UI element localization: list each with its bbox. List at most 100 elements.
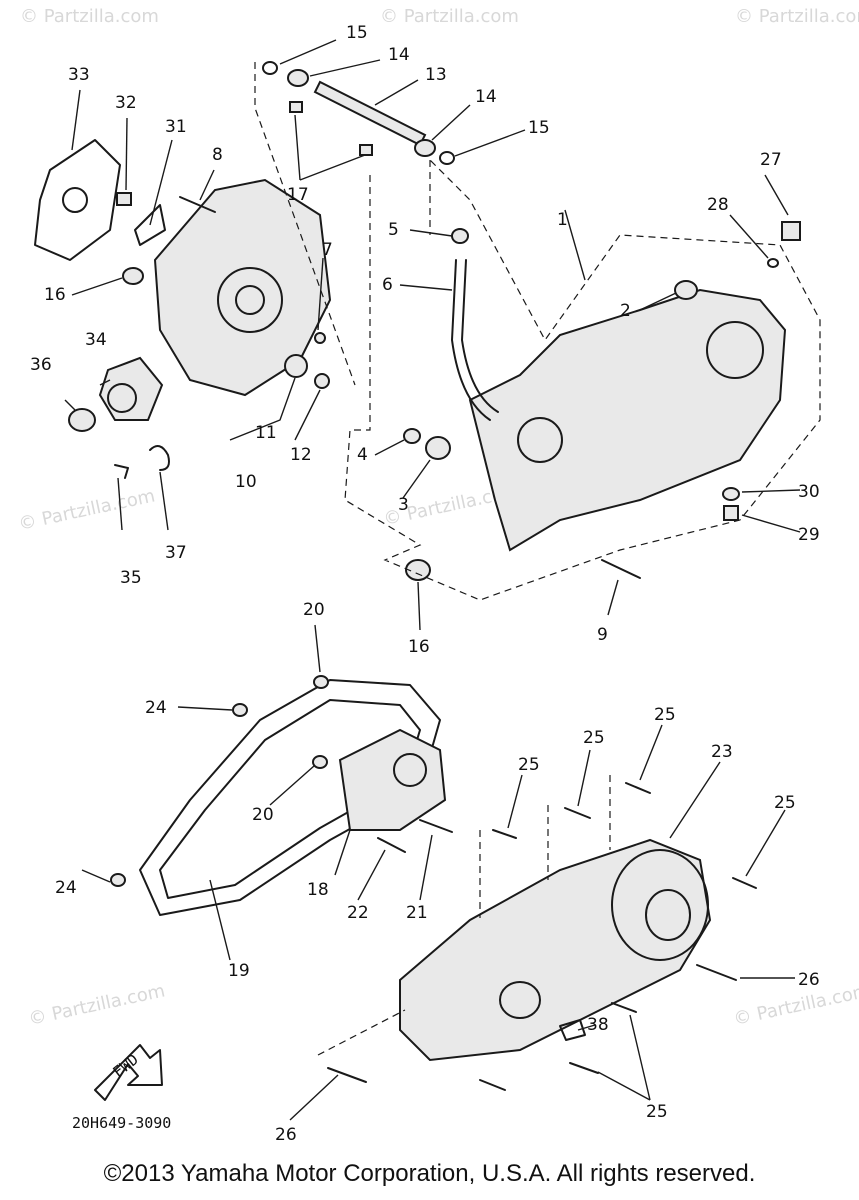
callout-5: 5	[388, 220, 399, 240]
part-25-bolt-e	[611, 1002, 637, 1013]
part-35-bolt	[114, 464, 129, 479]
callout-8: 8	[212, 145, 223, 165]
callout-15-bottom: 15	[528, 118, 550, 138]
callout-25-a: 25	[518, 755, 540, 775]
part-7-dowel	[314, 332, 326, 344]
part-25-bolt-c	[625, 782, 651, 794]
part-34-housing	[98, 356, 164, 421]
drawing-code: 20H649-3090	[72, 1114, 171, 1132]
part-20-dowel-top	[313, 675, 329, 689]
part-27-plug	[781, 221, 801, 241]
callout-26-right: 26	[798, 970, 820, 990]
left-crankcase-group	[34, 89, 332, 531]
callout-12: 12	[290, 445, 312, 465]
part-14-washer-top	[287, 69, 309, 87]
watermark-bottom-right: © Partzilla.com	[732, 980, 859, 1029]
callout-13: 13	[425, 65, 447, 85]
callout-3: 3	[398, 495, 409, 515]
shaft-group	[254, 39, 526, 386]
cover-clutch-dome	[611, 849, 709, 961]
callout-29: 29	[798, 525, 820, 545]
part-26-bolt-right	[696, 964, 737, 981]
part-21-bolt	[419, 819, 453, 833]
part-11-bearing	[284, 354, 308, 378]
part-23-crankcase-cover	[399, 838, 712, 1062]
part-25-bolt-d	[732, 877, 757, 889]
part-38-plate	[559, 1019, 586, 1041]
gasket-group	[81, 624, 453, 961]
callout-20-mid: 20	[252, 805, 274, 825]
callout-34: 34	[85, 330, 107, 350]
callout-14-bottom: 14	[475, 87, 497, 107]
part-5-fitting	[451, 228, 469, 244]
part-36-cap	[68, 408, 96, 432]
crankcase-right-drum	[706, 321, 764, 379]
part-26-bolt-left	[327, 1067, 367, 1083]
callout-9: 9	[597, 625, 608, 645]
callout-11: 11	[255, 423, 277, 443]
part-15-circlip-top	[262, 61, 278, 75]
callout-23: 23	[711, 742, 733, 762]
callout-20-top: 20	[303, 600, 325, 620]
callout-25-d: 25	[774, 793, 796, 813]
callout-27: 27	[760, 150, 782, 170]
part-14-washer-bottom	[414, 139, 436, 157]
part-13-shaft	[313, 80, 427, 147]
callout-35: 35	[120, 568, 142, 588]
callout-36: 36	[30, 355, 52, 375]
part-8-bolt	[179, 196, 216, 213]
callout-31: 31	[165, 117, 187, 137]
part-31-bracket	[134, 204, 166, 246]
part-25-bolt-a	[492, 829, 517, 839]
callout-16-right: 16	[408, 637, 430, 657]
callout-15-top: 15	[346, 23, 368, 43]
part-28-o-ring	[767, 258, 779, 268]
callout-18: 18	[307, 880, 329, 900]
part-33-plate	[34, 139, 121, 261]
part-24-dowel-bottom	[110, 873, 126, 887]
part-29-drain-bolt	[723, 505, 739, 521]
callout-7: 7	[322, 240, 333, 260]
part-32-bolt	[116, 192, 132, 206]
callout-28: 28	[707, 195, 729, 215]
part-18-housing-bore	[393, 753, 427, 787]
callout-2: 2	[620, 301, 631, 321]
callout-25-b: 25	[583, 728, 605, 748]
callout-26-left: 26	[275, 1125, 297, 1145]
part-17-bushing-a	[289, 101, 303, 113]
part-16-oil-seal-right	[405, 559, 431, 581]
part-3-bearing	[425, 436, 451, 460]
part-22-bolt	[377, 837, 406, 853]
crankcase-left-bore-inner	[235, 285, 265, 315]
callout-25-c: 25	[654, 705, 676, 725]
part-17-bushing-b	[359, 144, 373, 156]
callout-24-bottom: 24	[55, 878, 77, 898]
callout-4: 4	[357, 445, 368, 465]
part-25-bolt-b	[564, 807, 591, 819]
callout-19: 19	[228, 961, 250, 981]
callout-10: 10	[235, 472, 257, 492]
callout-21: 21	[406, 903, 428, 923]
part-30-gasket	[722, 487, 740, 501]
crankcase-right-bore	[517, 417, 563, 463]
watermark-top-center: © Partzilla.com	[380, 6, 519, 27]
callout-16-left: 16	[44, 285, 66, 305]
crankcase-cover-group	[289, 724, 795, 1121]
part-24-dowel-top	[232, 703, 248, 717]
part-37-clip	[149, 445, 170, 471]
part-20-dowel-mid	[312, 755, 328, 769]
callout-30: 30	[798, 482, 820, 502]
part-18-housing	[338, 728, 447, 831]
part-2-dowel	[674, 280, 698, 300]
callout-24-top: 24	[145, 698, 167, 718]
part-6-hose	[451, 259, 491, 421]
copyright-notice: ©2013 Yamaha Motor Corporation, U.S.A. A…	[103, 1160, 756, 1187]
watermark-top-left: © Partzilla.com	[20, 6, 159, 27]
right-crankcase-group	[344, 159, 821, 631]
part-4-pin	[403, 428, 421, 444]
watermark-bottom-left: © Partzilla.com	[27, 980, 167, 1029]
part-15-circlip-bottom	[439, 151, 455, 165]
watermark-mid-left: © Partzilla.com	[17, 485, 157, 534]
callout-33: 33	[68, 65, 90, 85]
crankcase-left-bore	[217, 267, 283, 333]
